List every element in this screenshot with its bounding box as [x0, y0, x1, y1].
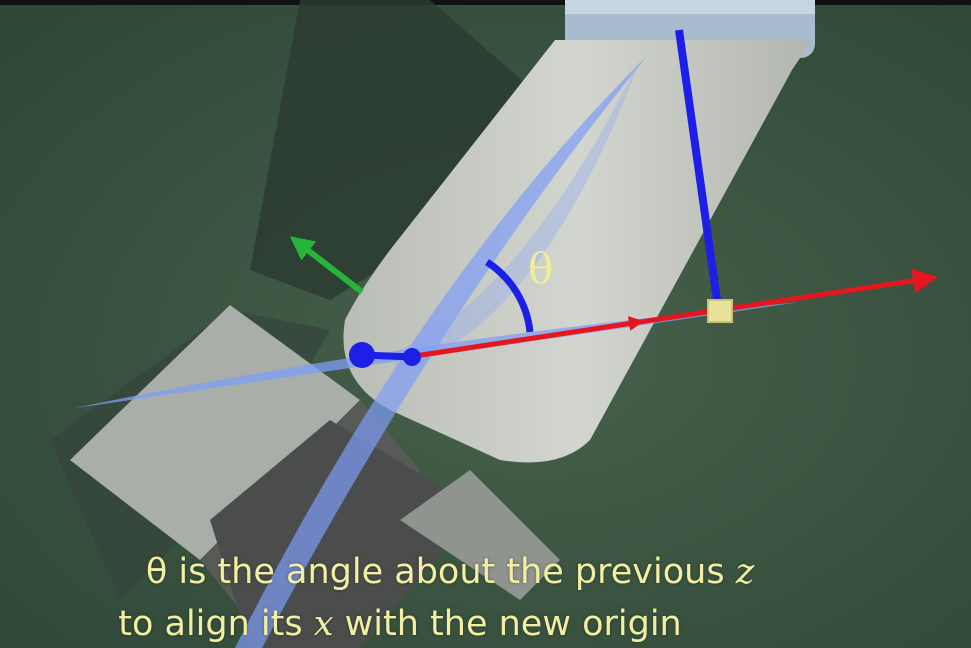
joint-dot — [403, 348, 421, 366]
base-block-edge — [400, 470, 560, 600]
previous-z-axis — [675, 29, 721, 301]
link-shadow — [250, 0, 590, 300]
caption-var-x: x — [313, 604, 334, 644]
theta-arc — [485, 259, 534, 333]
theta-symbol: θ — [528, 244, 554, 293]
caption-line-1: θ is the angle about the previous z — [0, 555, 900, 590]
caption-line-2-text: to align its — [118, 604, 303, 644]
caption-line-2: to align its x with the new origin — [0, 607, 850, 642]
rotation-plane — [235, 55, 648, 648]
caption-var-z: z — [735, 552, 755, 592]
y-axis-arrow — [289, 236, 364, 295]
previous-x-axis-arrow — [407, 316, 644, 360]
new-origin-marker — [707, 299, 733, 323]
caption-line-2-suffix: with the new origin — [344, 604, 682, 644]
caption-line-1-text: θ is the angle about the previous — [145, 552, 725, 592]
